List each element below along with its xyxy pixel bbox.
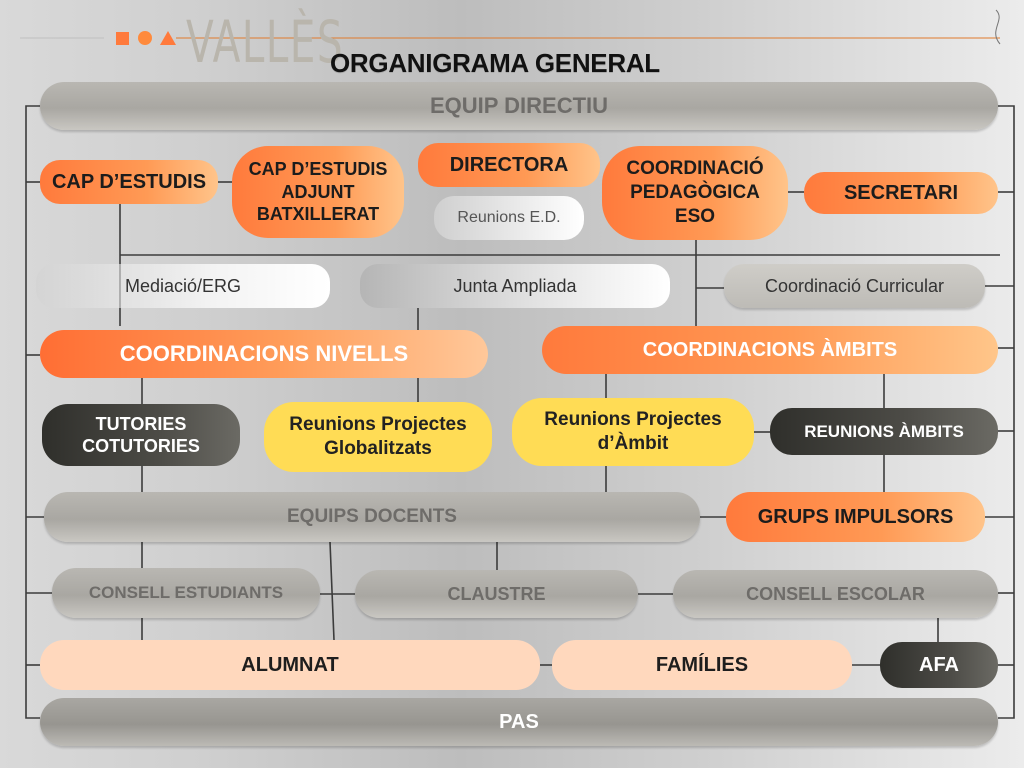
node-reunions-ed: Reunions E.D. (434, 196, 584, 240)
node-coordinacions-nivells: COORDINACIONS NIVELLS (40, 330, 488, 378)
node-claustre: CLAUSTRE (355, 570, 638, 618)
node-reunions-globalitzats: Reunions Projectes Globalitzats (264, 402, 492, 472)
node-pas: PAS (40, 698, 998, 746)
node-families: FAMÍLIES (552, 640, 852, 690)
node-alumnat: ALUMNAT (40, 640, 540, 690)
node-mediacio: Mediació/ERG (36, 264, 330, 308)
node-coord-pedagogica: COORDINACIÓ PEDAGÒGICA ESO (602, 146, 788, 240)
node-coord-curricular: Coordinació Curricular (724, 264, 985, 308)
node-cap-estudis-adjunt: CAP D’ESTUDIS ADJUNT BATXILLERAT (232, 146, 404, 238)
logo-text: VALLÈS (186, 8, 345, 76)
node-equips-docents: EQUIPS DOCENTS (44, 492, 700, 542)
node-secretari: SECRETARI (804, 172, 998, 214)
node-directora: DIRECTORA (418, 143, 600, 187)
node-reunions-ambits: REUNIONS ÀMBITS (770, 408, 998, 455)
node-tutories: TUTORIES COTUTORIES (42, 404, 240, 466)
page-title: ORGANIGRAMA GENERAL (330, 48, 660, 78)
node-consell-escolar: CONSELL ESCOLAR (673, 570, 998, 618)
node-grups-impulsors: GRUPS IMPULSORS (726, 492, 985, 542)
node-junta-ampliada: Junta Ampliada (360, 264, 670, 308)
node-reunions-ambit: Reunions Projectes d’Àmbit (512, 398, 754, 466)
node-coordinacions-ambits: COORDINACIONS ÀMBITS (542, 326, 998, 374)
node-consell-estudiants: CONSELL ESTUDIANTS (52, 568, 320, 618)
node-cap-estudis: CAP D’ESTUDIS (40, 160, 218, 204)
node-equip-directiu: EQUIP DIRECTIU (40, 82, 998, 130)
node-afa: AFA (880, 642, 998, 688)
logo-graphic (20, 9, 1001, 45)
